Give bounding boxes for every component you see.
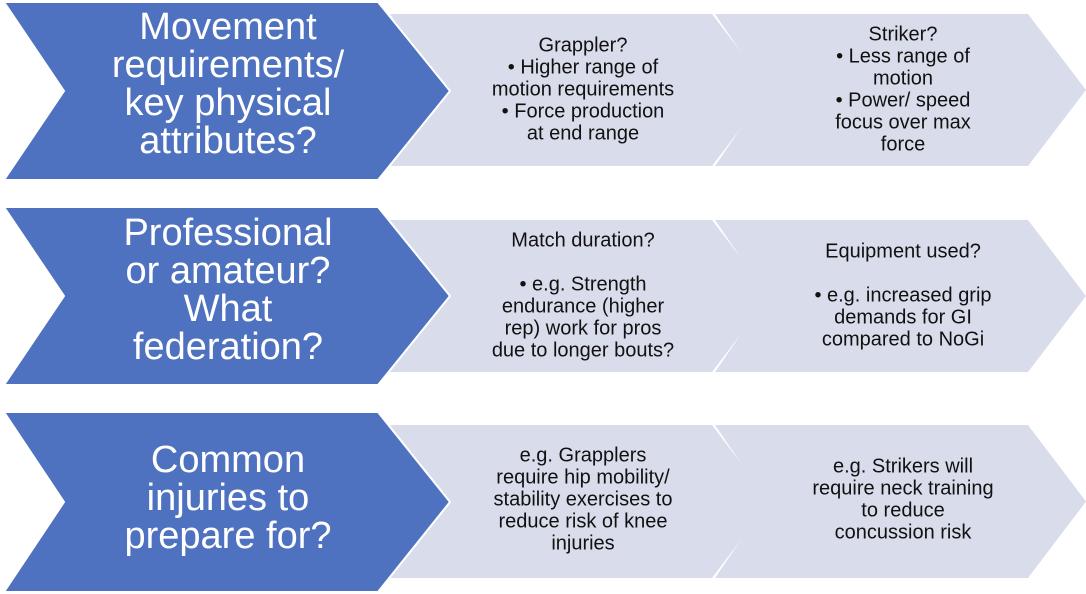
row-heading-line: key physical	[125, 82, 332, 124]
box-text-line: require neck training	[812, 477, 993, 499]
row-heading-line: Movement	[139, 6, 317, 48]
secondary-chevron	[715, 220, 1086, 372]
box-text-line: motion	[873, 67, 933, 89]
secondary-chevron	[390, 14, 770, 166]
box-text-line: compared to NoGi	[822, 328, 984, 350]
box-text-line: • Less range of	[836, 45, 970, 67]
box-text-line: Match duration?	[511, 229, 654, 251]
secondary-chevron	[390, 425, 770, 578]
primary-chevron	[2, 411, 452, 593]
row-heading-line: prepare for?	[124, 515, 331, 557]
box-text-line: demands for GI	[834, 306, 972, 328]
primary-chevron	[2, 0, 452, 181]
box-text-line: focus over max	[835, 111, 971, 133]
box-text-line: e.g. Grapplers	[520, 444, 647, 466]
box-text-line: at end range	[527, 122, 639, 144]
box-text-line: Striker?	[869, 23, 938, 45]
box-text-line: e.g. Strikers will	[833, 455, 973, 477]
box-text-line: • e.g. increased grip	[814, 284, 991, 306]
box-text-line: endurance (higher	[502, 295, 665, 317]
row-heading-line: attributes?	[139, 120, 316, 162]
box-text-line: Equipment used?	[825, 240, 981, 262]
box-text-line: force	[881, 133, 925, 155]
box-text-line: • Higher range of	[508, 56, 659, 78]
row-heading-line: Common	[151, 439, 305, 481]
row-heading-line: requirements/	[112, 44, 345, 86]
box-text-line: injuries	[551, 532, 614, 554]
box-text-line: • Power/ speed	[836, 89, 971, 111]
secondary-chevron	[390, 220, 770, 372]
row-heading-line: or amateur?	[126, 250, 331, 292]
row-heading-line: federation?	[133, 326, 323, 368]
box-text-line: rep) work for pros	[505, 317, 662, 339]
row-heading-line: injuries to	[147, 477, 310, 519]
row-heading-line: Professional	[123, 212, 332, 254]
box-text-line: due to longer bouts?	[492, 339, 674, 361]
box-text-line: reduce risk of knee	[499, 510, 668, 532]
box-text-line: motion requirements	[492, 78, 674, 100]
primary-chevron	[2, 206, 452, 386]
box-text-line: stability exercises to	[494, 488, 673, 510]
secondary-chevron	[715, 425, 1086, 578]
row-heading-line: What	[184, 288, 273, 330]
secondary-chevron	[715, 14, 1086, 166]
box-text-line: • Force production	[502, 100, 665, 122]
box-text-line: • e.g. Strength	[519, 273, 646, 295]
box-text-line: concussion risk	[835, 521, 973, 543]
box-text-line: Grappler?	[539, 34, 628, 56]
box-text-line: require hip mobility/	[496, 466, 670, 488]
box-text-line: to reduce	[861, 499, 944, 521]
